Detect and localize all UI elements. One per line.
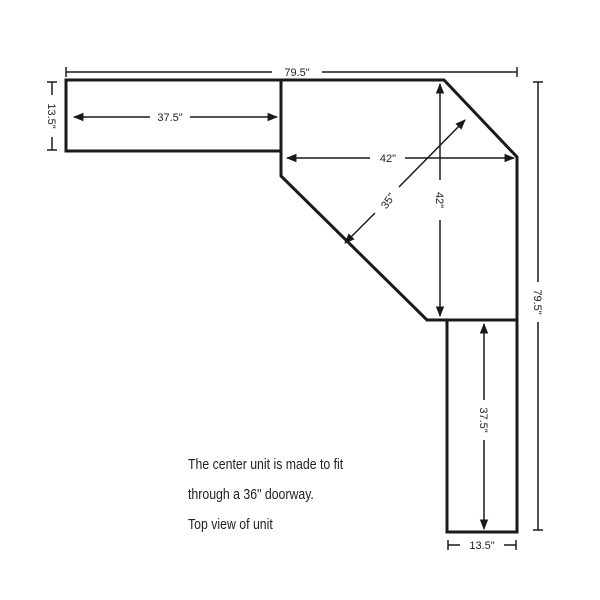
center-unit-outline <box>279 78 519 322</box>
left-depth-dimension <box>47 81 57 151</box>
center-diagonal-label: 35" <box>379 191 398 211</box>
overall-width-dimension <box>65 67 518 77</box>
center-width-label: 42" <box>380 153 396 165</box>
center-height-label: 42" <box>433 192 445 208</box>
bottom-unit-outline <box>445 318 519 534</box>
note-line-3: Top view of unit <box>188 516 273 533</box>
bottom-width-label: 13.5" <box>469 540 494 552</box>
bottom-length-label: 37.5" <box>477 407 489 432</box>
note-line-1: The center unit is made to fit <box>188 456 344 473</box>
left-length-label: 37.5" <box>157 112 182 124</box>
left-depth-label: 13.5" <box>45 103 57 128</box>
overall-width-label: 79.5" <box>284 67 309 79</box>
note-line-2: through a 36" doorway. <box>188 486 314 503</box>
center-diagonal-arrow <box>344 119 466 244</box>
overall-height-label: 79.5" <box>531 289 543 314</box>
bottom-width-dimension <box>447 540 517 550</box>
overall-height-dimension <box>533 81 543 531</box>
